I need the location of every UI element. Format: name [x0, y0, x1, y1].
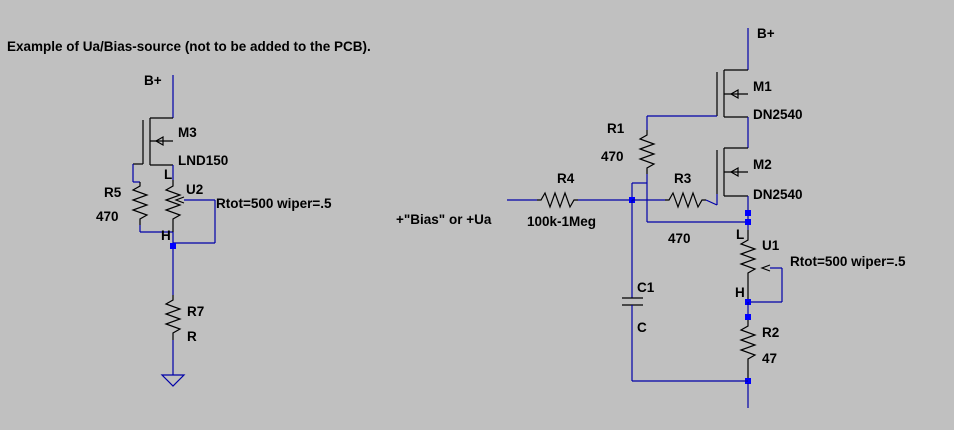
- c1-value: C: [637, 320, 647, 335]
- c1-name: C1: [637, 280, 655, 295]
- m1-mosfet: [716, 69, 748, 118]
- u2-pin-h: H: [161, 228, 171, 243]
- u2-value: Rtot=500 wiper=.5: [216, 196, 332, 211]
- r1-name: R1: [607, 121, 625, 136]
- r2-resistor: [739, 320, 757, 383]
- r2-value: 47: [762, 351, 777, 366]
- u1-pin-h: H: [735, 285, 745, 300]
- m3-mosfet: [133, 117, 173, 166]
- bias-output-label: +"Bias" or +Ua: [396, 212, 492, 227]
- left-circuit: B+ M3 LND150 R5 470 L U2 Rtot: [96, 73, 332, 387]
- source-junction: [745, 219, 751, 225]
- m1-name: M1: [753, 79, 772, 94]
- r5-resistor: [131, 182, 149, 225]
- u1-pin-l: L: [736, 227, 744, 242]
- r5-value: 470: [96, 209, 119, 224]
- u2-potentiometer: [164, 180, 182, 232]
- u1-potentiometer: [739, 230, 757, 300]
- r3-name: R3: [674, 171, 692, 186]
- caption: Example of Ua/Bias-source (not to be add…: [7, 39, 371, 54]
- r1-value: 470: [601, 149, 624, 164]
- m2-mosfet: [716, 147, 748, 197]
- r7-name: R7: [187, 304, 204, 319]
- u2-pin-l: L: [164, 167, 172, 182]
- left-supply-label: B+: [144, 73, 162, 88]
- r4-name: R4: [557, 171, 575, 186]
- m2-value: DN2540: [753, 187, 803, 202]
- u2-name: U2: [186, 182, 203, 197]
- m3-value: LND150: [178, 153, 228, 168]
- r7-value: R: [187, 329, 197, 344]
- right-circuit: B+ M1 DN2540 M2 DN2540: [396, 26, 906, 408]
- m1-value: DN2540: [753, 107, 803, 122]
- r2-name: R2: [762, 325, 779, 340]
- ground-icon: [160, 374, 186, 387]
- r7-resistor: [164, 295, 182, 340]
- r5-name: R5: [104, 185, 122, 200]
- m3-name: M3: [178, 125, 197, 140]
- left-junction: [170, 243, 176, 249]
- u1-name: U1: [762, 238, 780, 253]
- r4-value: 100k-1Meg: [527, 214, 596, 229]
- u1-value: Rtot=500 wiper=.5: [790, 254, 906, 269]
- m2-name: M2: [753, 157, 772, 172]
- r4-resistor: [537, 191, 578, 209]
- r3-value: 470: [668, 231, 691, 246]
- r3-resistor: [665, 191, 706, 209]
- r1-resistor: [638, 130, 656, 174]
- right-supply-label: B+: [757, 26, 775, 41]
